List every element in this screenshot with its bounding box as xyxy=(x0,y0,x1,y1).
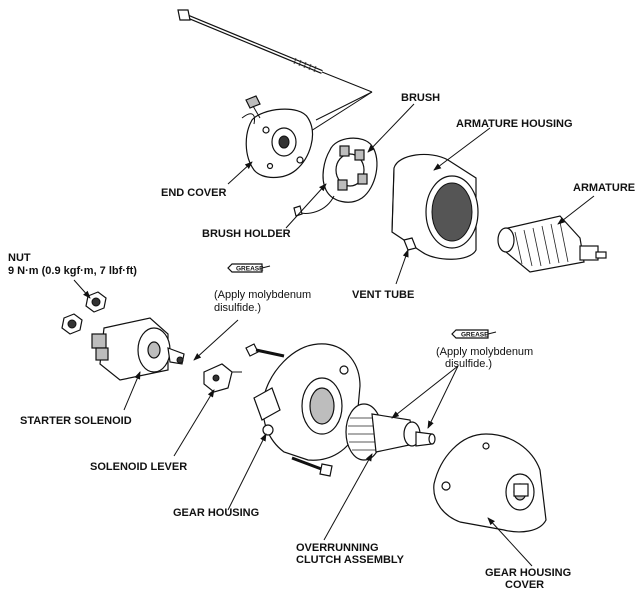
solenoid-lever xyxy=(203,363,242,393)
nut-upper xyxy=(85,291,107,313)
brush-holder xyxy=(293,137,378,217)
gear-housing xyxy=(253,343,361,461)
label-solenoid-lever: SOLENOID LEVER xyxy=(90,461,187,473)
label-overrunning-line1: OVERRUNNING xyxy=(296,542,379,554)
grease-tag-left: GREASE xyxy=(227,263,271,273)
vent-tube xyxy=(403,237,417,251)
label-overrunning-line2: CLUTCH ASSEMBLY xyxy=(296,554,405,566)
label-nut-torque: 9 N·m (0.9 kgf·m, 7 lbf·ft) xyxy=(8,265,137,277)
label-gear-housing-cover-line2: COVER xyxy=(505,579,544,591)
grease-tag-right: GREASE xyxy=(451,329,497,339)
nut-lower xyxy=(61,313,83,335)
label-starter-solenoid: STARTER SOLENOID xyxy=(20,415,132,427)
starter-solenoid xyxy=(91,317,185,381)
label-gear-housing-cover-line1: GEAR HOUSING xyxy=(485,567,571,579)
armature xyxy=(497,215,607,273)
label-armature-housing: ARMATURE HOUSING xyxy=(456,118,573,130)
end-cover xyxy=(241,95,313,179)
note-apply-right-line1: (Apply molybdenum xyxy=(436,346,533,358)
gear-housing-bolt-lower xyxy=(291,456,333,477)
note-apply-right-line2: disulfide.) xyxy=(445,358,492,370)
gear-housing-bolt-upper xyxy=(245,343,285,358)
label-end-cover: END COVER xyxy=(161,187,226,199)
grease-tag-left-text: GREASE xyxy=(236,266,264,273)
note-apply-left-line2: disulfide.) xyxy=(214,302,261,314)
label-gear-housing: GEAR HOUSING xyxy=(173,507,259,519)
note-apply-left-line1: (Apply molybdenum xyxy=(214,289,311,301)
label-armature: ARMATURE xyxy=(573,182,635,194)
armature-housing xyxy=(391,153,479,260)
grease-tag-right-text: GREASE xyxy=(461,332,489,339)
label-nut: NUT xyxy=(8,252,31,264)
label-brush-holder: BRUSH HOLDER xyxy=(202,228,291,240)
overrunning-clutch xyxy=(345,403,436,461)
gear-housing-cover xyxy=(433,433,547,533)
through-bolt xyxy=(177,9,373,139)
leader-lines xyxy=(73,103,595,567)
label-vent-tube: VENT TUBE xyxy=(352,289,414,301)
label-brush: BRUSH xyxy=(401,92,440,104)
